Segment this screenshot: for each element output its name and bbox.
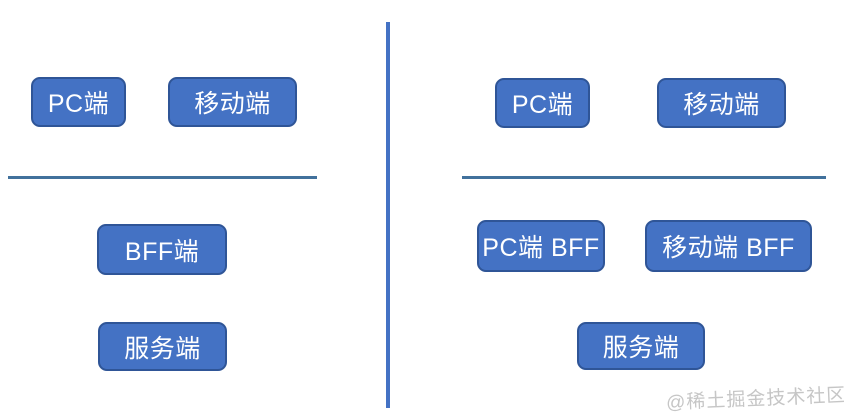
client-bff-separator-line-left [8, 176, 317, 179]
client-bff-separator-line-right [462, 176, 826, 179]
node-server-left: 服务端 [98, 322, 227, 371]
node-server-right: 服务端 [577, 322, 705, 370]
node-mobile-client-left: 移动端 [168, 77, 297, 127]
node-bff-left: BFF端 [97, 224, 227, 275]
node-mobile-client-right: 移动端 [657, 78, 786, 128]
panel-divider-line [386, 22, 390, 408]
node-pc-client-left: PC端 [31, 77, 126, 127]
node-mobile-bff-right: 移动端 BFF [645, 220, 812, 272]
node-pc-bff-right: PC端 BFF [477, 220, 605, 272]
juejin-community-watermark: @稀土掘金技术社区 [665, 385, 844, 414]
node-pc-client-right: PC端 [495, 78, 590, 128]
